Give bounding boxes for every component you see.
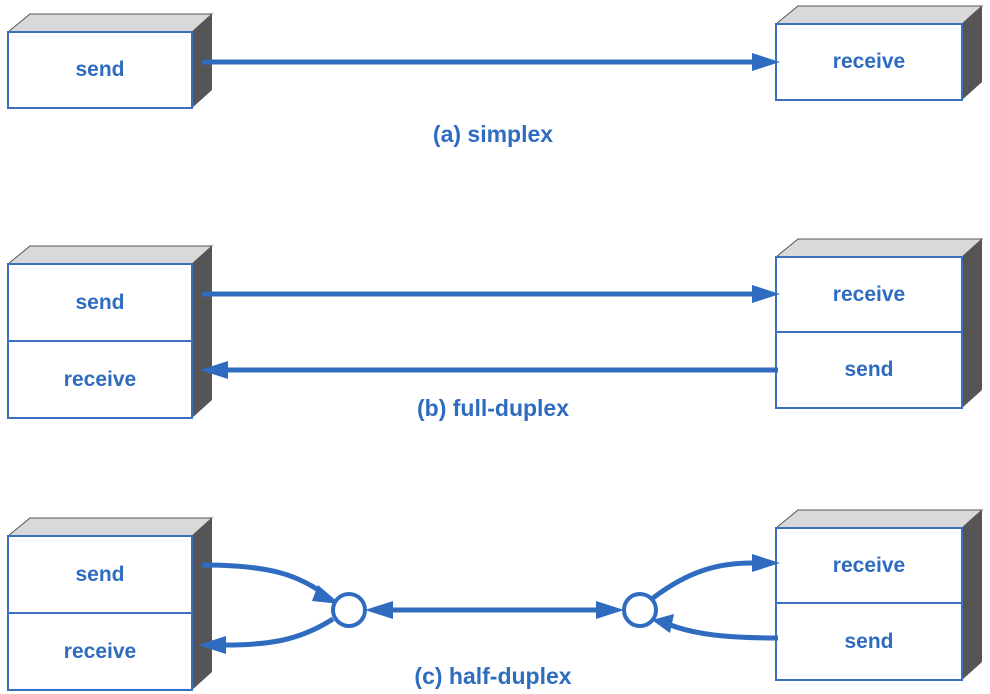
full-duplex-right-box — [774, 238, 984, 409]
simplex-caption: (a) simplex — [432, 120, 554, 147]
half-duplex-right-box — [774, 509, 984, 681]
simplex-send-arrow — [202, 53, 780, 71]
simplex-right-receive-label: receive — [832, 50, 906, 73]
half-duplex-right-send-curve — [652, 614, 779, 641]
simplex-left-send-label: send — [75, 58, 125, 81]
full-duplex-left-receive-label: receive — [63, 367, 137, 391]
half-duplex-left-send-label: send — [75, 562, 125, 586]
full-duplex-right-send-label: send — [844, 358, 894, 381]
full-duplex-receive-arrow — [200, 361, 778, 379]
half-duplex-right-receive-curve — [651, 554, 780, 600]
half-duplex-left-receive-curve — [198, 616, 335, 654]
full-duplex-caption: (b) full-duplex — [416, 394, 570, 421]
full-duplex-right-receive-label: receive — [832, 282, 906, 306]
right-switch-node-icon — [622, 592, 658, 628]
simplex-right-box — [774, 5, 984, 101]
half-duplex-caption: (c) half-duplex — [414, 662, 572, 689]
left-switch-node-icon — [331, 592, 367, 628]
full-duplex-left-box — [6, 245, 214, 419]
half-duplex-right-receive-label: receive — [832, 553, 906, 577]
half-duplex-right-send-label: send — [844, 629, 894, 653]
simplex-left-box — [6, 13, 214, 109]
full-duplex-left-send-label: send — [75, 290, 125, 314]
full-duplex-send-arrow — [202, 285, 780, 303]
half-duplex-left-send-curve — [201, 562, 340, 604]
half-duplex-left-receive-label: receive — [63, 639, 137, 663]
half-duplex-left-box — [6, 517, 214, 691]
half-duplex-shared-link — [365, 601, 624, 619]
